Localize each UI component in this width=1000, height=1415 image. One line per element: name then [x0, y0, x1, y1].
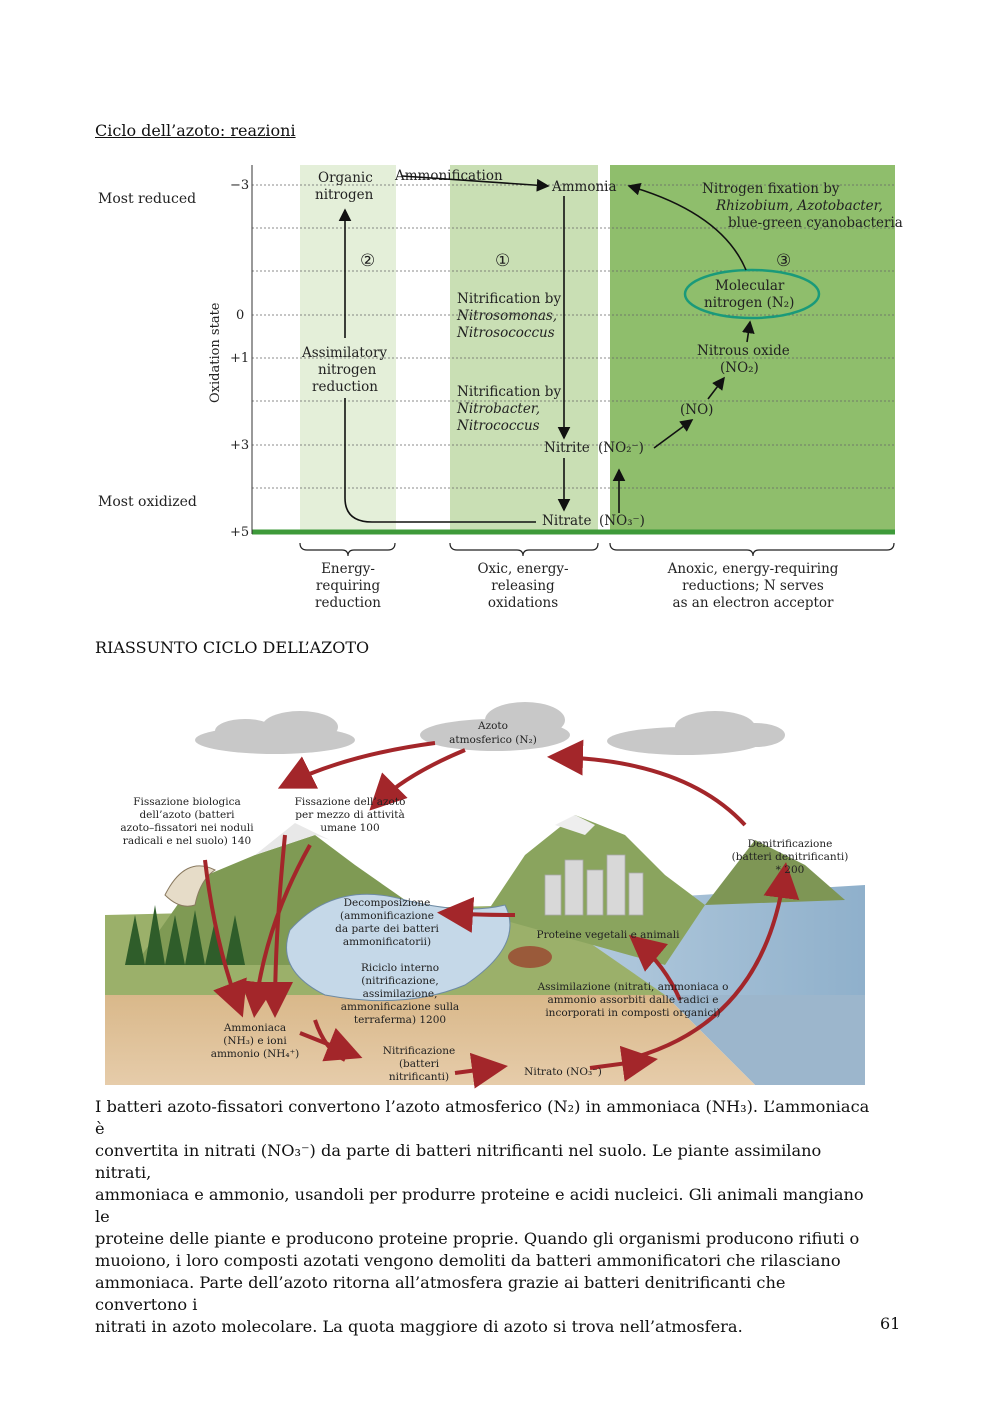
fixbio-l4: radicali e nel suolo) 140: [123, 835, 251, 847]
nitrite-label: Nitrite: [544, 440, 590, 456]
decomp-l1: Decomposizione: [344, 897, 431, 909]
no2-label: (NO₂⁻): [598, 440, 644, 456]
brace1-l2: requiring: [316, 578, 381, 594]
decomp-l2: (ammonificazione: [340, 910, 434, 922]
tick-minus3: −3: [230, 178, 249, 193]
molecular-l2: nitrogen (N₂): [704, 295, 794, 311]
fixbio-l3: azoto–fissatori nei noduli: [120, 822, 254, 834]
nitrous-oxide-l2: (NO₂): [720, 360, 759, 376]
brace2-l3: oxidations: [488, 595, 558, 611]
nitrif-l1: Nitrificazione: [383, 1045, 455, 1057]
assimilatory-l3: reduction: [312, 379, 378, 395]
no-label: (NO): [680, 402, 713, 418]
fixhuman-l1: Fissazione dell’azoto: [295, 796, 406, 808]
paragraph-line: nitrati in azoto molecolare. La quota ma…: [95, 1316, 875, 1338]
num2: ②: [360, 251, 375, 271]
num3: ③: [776, 251, 791, 271]
denit-l1: Denitrificazione: [748, 838, 833, 850]
riciclo-l2: (nitrificazione,: [361, 975, 438, 987]
riciclo-l3: assimilazione,: [363, 988, 438, 1000]
nitrous-oxide-l1: Nitrous oxide: [697, 343, 790, 359]
denit-l2: (batteri denitrificanti): [732, 851, 849, 863]
brace2-l2: releasing: [491, 578, 555, 594]
tick-plus1: +1: [230, 351, 249, 366]
nitrosomonas-l3: Nitrosococcus: [456, 325, 555, 341]
brace3-l2: reductions; N serves: [682, 578, 824, 594]
nitrosomonas-l2: Nitrosomonas,: [456, 308, 557, 324]
page-number: 61: [880, 1314, 900, 1333]
nitrato-label: Nitrato (NO₃⁻): [524, 1066, 602, 1078]
assimilatory-l2: nitrogen: [318, 362, 377, 378]
tick-plus3: +3: [230, 438, 249, 453]
ammoniaca-l3: ammonio (NH₄⁺): [211, 1048, 300, 1060]
nitrobacter-l3: Nitrococcus: [456, 418, 540, 434]
fixhuman-l3: umane 100: [320, 822, 379, 834]
band-oxic: [450, 165, 598, 533]
paragraph-line: convertita in nitrati (NO₃⁻) da parte di…: [95, 1140, 875, 1184]
fixation-l3: blue-green cyanobacteria: [728, 215, 903, 231]
nitrobacter-l2: Nitrobacter,: [456, 401, 540, 417]
y-axis-label: Oxidation state: [208, 302, 223, 403]
fixbio-l2: dell’azoto (batteri: [139, 809, 235, 821]
summary-paragraph: I batteri azoto-fissatori convertono l’a…: [95, 1096, 875, 1338]
paragraph-line: ammoniaca e ammonio, usandoli per produr…: [95, 1184, 875, 1228]
assim-l1: Assimilazione (nitrati, ammoniaca o: [537, 981, 729, 993]
nitrif-l3: nitrificanti): [389, 1071, 449, 1083]
ammonia-label: Ammonia: [551, 179, 617, 195]
section-heading-summary: RIASSUNTO CICLO DELL’AZOTO: [95, 638, 369, 657]
organic-nitrogen-l2: nitrogen: [315, 187, 374, 203]
molecular-l1: Molecular: [715, 278, 785, 294]
paragraph-line: ammoniaca. Parte dell’azoto ritorna all’…: [95, 1272, 875, 1316]
fixbio-l1: Fissazione biologica: [133, 796, 241, 808]
nitrobacter-l1: Nitrification by: [457, 384, 561, 400]
nitrif-l2: (batteri: [399, 1058, 440, 1070]
brace3-l1: Anoxic, energy-requiring: [667, 561, 839, 577]
label-most-reduced: Most reduced: [98, 191, 196, 207]
brace1-l1: Energy-: [321, 561, 375, 577]
nitrogen-oxidation-diagram: −3 0 +1 +3 +5 Oxidation state Most reduc…: [92, 158, 912, 623]
nitrogen-cycle-illustration: Azoto atmosferico (N₂) Fissazione biolog…: [105, 665, 865, 1095]
paragraph-line: I batteri azoto-fissatori convertono l’a…: [95, 1096, 875, 1140]
paragraph-line: muoiono, i loro composti azotati vengono…: [95, 1250, 875, 1272]
brace3-l3: as an electron acceptor: [673, 595, 835, 611]
brace2-l1: Oxic, energy-: [477, 561, 568, 577]
num1: ①: [495, 251, 510, 271]
no3-label: (NO₃⁻): [599, 513, 645, 529]
ammoniaca-l2: (NH₃) e ioni: [223, 1035, 287, 1047]
cow: [508, 946, 552, 968]
assim-l2: ammonio assorbiti dalle radici e: [547, 994, 718, 1006]
nitrosomonas-l1: Nitrification by: [457, 291, 561, 307]
riciclo-l5: terraferma) 1200: [354, 1014, 446, 1026]
fixhuman-l2: per mezzo di attività: [295, 809, 404, 821]
section-heading-reactions: Ciclo dell’azoto: reazioni: [95, 121, 296, 140]
brace1-l3: reduction: [315, 595, 381, 611]
atmo-l2: atmosferico (N₂): [449, 734, 537, 746]
assimilatory-l1: Assimilatory: [301, 345, 387, 361]
fixation-l1: Nitrogen fixation by: [702, 181, 840, 197]
atmo-l1: Azoto: [477, 720, 508, 732]
riciclo-l1: Riciclo interno: [361, 962, 439, 974]
label-most-oxidized: Most oxidized: [98, 494, 197, 510]
riciclo-l4: ammonificazione sulla: [341, 1001, 459, 1013]
paragraph-line: proteine delle piante e producono protei…: [95, 1228, 875, 1250]
decomp-l3: da parte dei batteri: [335, 923, 439, 935]
ammoniaca-l1: Ammoniaca: [223, 1022, 286, 1034]
organic-nitrogen-l1: Organic: [318, 170, 373, 186]
assim-l3: incorporati in composti organici): [545, 1007, 720, 1019]
decomp-l4: ammonificatorii): [343, 936, 431, 948]
proteins-label: Proteine vegetali e animali: [537, 929, 681, 941]
tick-plus5: +5: [230, 525, 249, 540]
denit-l3: * 200: [776, 864, 805, 876]
tick-0: 0: [236, 308, 244, 323]
fixation-l2: Rhizobium, Azotobacter,: [715, 198, 883, 214]
nitrate-label: Nitrate: [542, 513, 591, 529]
